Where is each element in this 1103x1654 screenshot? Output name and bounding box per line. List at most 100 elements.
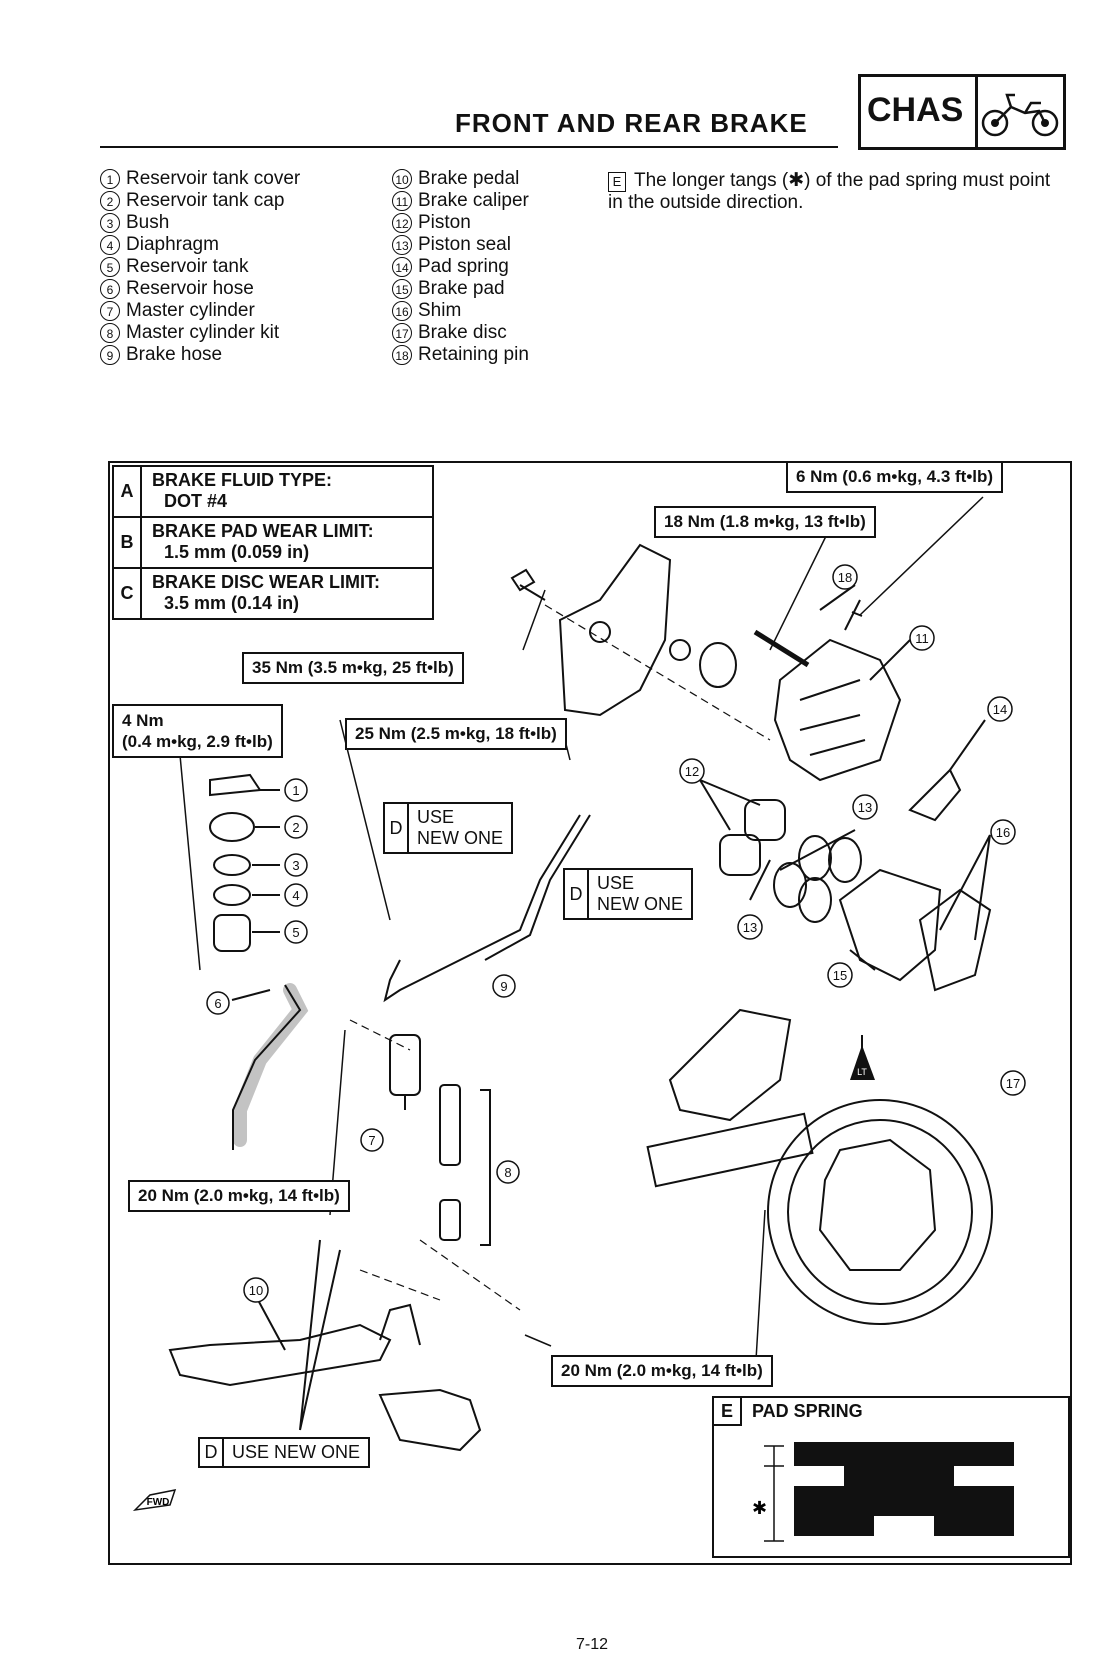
legend-item: 18 Retaining pin [392, 344, 529, 366]
spec-text: BRAKE DISC WEAR LIMIT:3.5 mm (0.14 in) [142, 569, 386, 618]
legend-label: Shim [418, 300, 462, 321]
bush [699, 642, 737, 688]
header-rule [100, 146, 838, 148]
callout-6: 6 [214, 996, 221, 1011]
locktite-marker [850, 1045, 875, 1080]
legend-label: Brake hose [126, 344, 223, 365]
reservoir-tank [213, 914, 251, 952]
reservoir-hose [233, 983, 309, 1147]
torque-4nm: 4 Nm (0.4 m•kg, 2.9 ft•lb) [112, 704, 283, 758]
spec-table: A BRAKE FLUID TYPE:DOT #4 B BRAKE PAD WE… [112, 465, 434, 620]
legend-number: 5 [100, 257, 120, 277]
brake-hose [383, 814, 581, 1003]
legend-number: 9 [100, 345, 120, 365]
new-part-letter: D [565, 870, 589, 918]
new-part-text: USE NEW ONE [232, 1442, 361, 1462]
piston-seal [798, 835, 832, 881]
legend-label: Master cylinder [126, 300, 255, 321]
legend-label: Brake disc [418, 322, 507, 343]
legend-number: 12 [392, 213, 412, 233]
bracket-hole [589, 621, 611, 643]
torque-20nm-master: 20 Nm (2.0 m•kg, 14 ft•lb) [128, 1180, 350, 1212]
legend-item: 15 Brake pad [392, 278, 529, 300]
legend-item: 13 Piston seal [392, 234, 529, 256]
section-badge-label: CHAS [867, 91, 964, 129]
brake-pad [838, 868, 942, 982]
legend-item: 5 Reservoir tank [100, 256, 300, 278]
pedal-bracket [378, 1388, 482, 1452]
spec-row: C BRAKE DISC WEAR LIMIT:3.5 mm (0.14 in) [114, 569, 432, 618]
spec-text: BRAKE FLUID TYPE:DOT #4 [142, 467, 338, 516]
legend-number: 15 [392, 279, 412, 299]
diaphragm [213, 884, 251, 906]
legend-number: 13 [392, 235, 412, 255]
new-part-line2: NEW ONE [417, 828, 504, 848]
spec-letter: B [114, 518, 142, 567]
lt-label: LT [857, 1067, 867, 1077]
callout-13: 13 [858, 800, 872, 815]
legend-number: 1 [100, 169, 120, 189]
torque-35nm: 35 Nm (3.5 m•kg, 25 ft•lb) [242, 652, 464, 684]
legend-label: Retaining pin [418, 344, 529, 365]
motorcycle-icon [981, 93, 1059, 137]
callout-15: 15 [833, 968, 847, 983]
legend-number: 8 [100, 323, 120, 343]
legend-label: Reservoir tank [126, 256, 249, 277]
legend-number: 7 [100, 301, 120, 321]
spec-title: BRAKE PAD WEAR LIMIT: [152, 521, 374, 541]
spec-row: B BRAKE PAD WEAR LIMIT:1.5 mm (0.059 in) [114, 518, 432, 569]
legend-label: Diaphragm [126, 234, 219, 255]
bush-ring [213, 854, 251, 876]
legend-item: 9 Brake hose [100, 344, 300, 366]
bleed-screw [844, 599, 863, 631]
legend-label: Reservoir tank cap [126, 190, 285, 211]
brake-disc [767, 1099, 993, 1325]
long-tang-mark: ✱ [752, 1498, 767, 1518]
brake-pad [918, 888, 992, 992]
page-title: FRONT AND REAR BRAKE [455, 108, 808, 138]
legend-number: 18 [392, 345, 412, 365]
legend-label: Brake caliper [418, 190, 529, 211]
legend-label: Bush [126, 212, 170, 233]
exploded-diagram-frame [108, 461, 1072, 1565]
torque-4nm-line2: (0.4 m•kg, 2.9 ft•lb) [122, 732, 273, 751]
legend-label: Reservoir tank cover [126, 168, 301, 189]
brake-caliper [773, 638, 902, 782]
legend-item: 7 Master cylinder [100, 300, 300, 322]
piston-seal [773, 862, 807, 908]
legend-label: Pad spring [418, 256, 509, 277]
torque-6nm: 6 Nm (0.6 m•kg, 4.3 ft•lb) [786, 461, 1004, 493]
new-part-line1: USE [597, 873, 635, 893]
spec-value: 1.5 mm (0.059 in) [164, 542, 310, 562]
callout-8: 8 [504, 1165, 511, 1180]
legend-number: 4 [100, 235, 120, 255]
pad-spring-header: E PAD SPRING [714, 1398, 1068, 1426]
legend-number: 2 [100, 191, 120, 211]
callout-1: 1 [292, 783, 299, 798]
master-cylinder [389, 1034, 421, 1096]
legend-label: Brake pad [418, 278, 505, 299]
pad-spring-title: PAD SPRING [752, 1401, 863, 1421]
callout-3: 3 [292, 858, 299, 873]
legend-item: 2 Reservoir tank cap [100, 190, 300, 212]
legend-label: Piston [418, 212, 471, 233]
page-number: 7-12 [576, 1636, 609, 1653]
spec-title: BRAKE FLUID TYPE: [152, 470, 332, 490]
torque-18nm: 18 Nm (1.8 m•kg, 13 ft•lb) [654, 506, 876, 538]
spec-row: A BRAKE FLUID TYPE:DOT #4 [114, 467, 432, 518]
fwd-label: FWD [147, 1497, 170, 1508]
spec-value: 3.5 mm (0.14 in) [164, 593, 300, 613]
legend-label: Piston seal [418, 234, 511, 255]
piston [719, 834, 761, 876]
guide-rail [646, 1112, 814, 1188]
bracket-hole [669, 639, 691, 661]
use-new-one-note: D USE NEW ONE [198, 1437, 371, 1468]
pad-spring-letter: E [714, 1398, 742, 1426]
